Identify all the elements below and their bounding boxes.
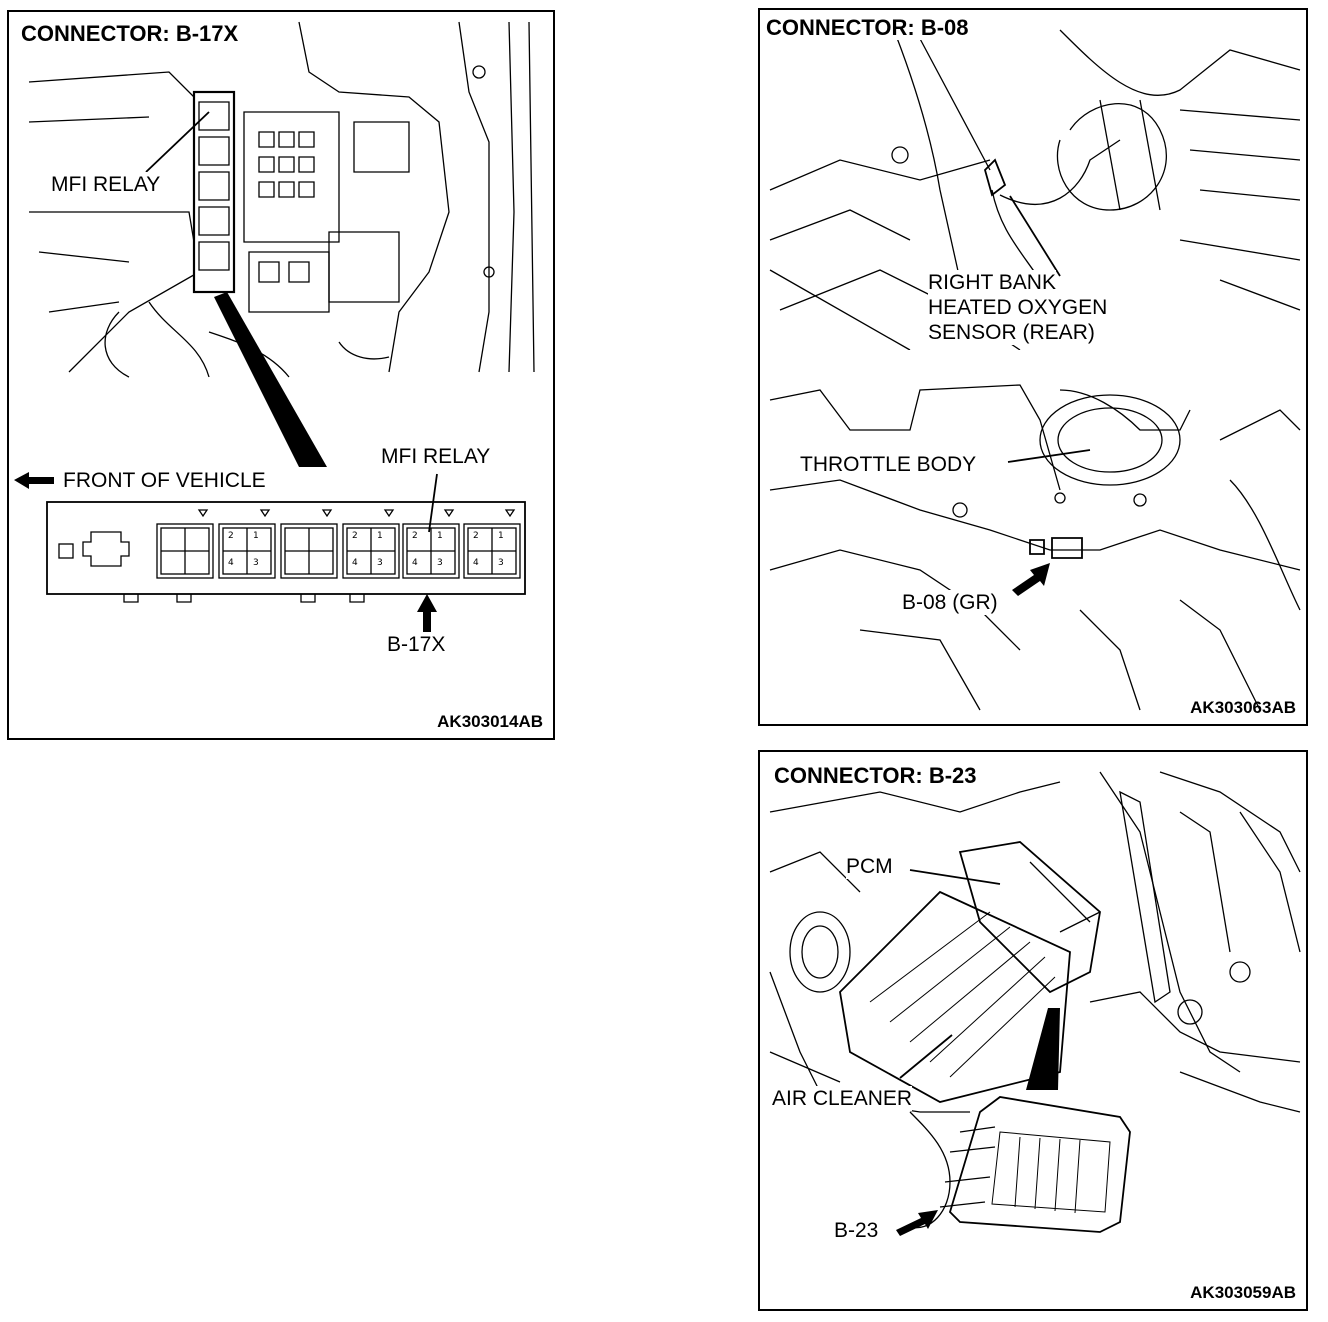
label-pcm: PCM	[846, 854, 893, 879]
label-mfi-relay: MFI RELAY	[51, 172, 161, 197]
pin-1: 1	[437, 531, 443, 541]
pin-4: 4	[473, 558, 479, 568]
pin-3: 3	[498, 558, 504, 568]
engine-bay-drawing-b23	[769, 771, 1301, 1236]
pin-1: 1	[498, 531, 504, 541]
panel-title: CONNECTOR: B-23	[770, 764, 981, 788]
pin-4: 4	[228, 558, 234, 568]
relay-sockets	[156, 523, 521, 579]
figure-code: AK303059AB	[1190, 1283, 1296, 1302]
label-sensor-line3: SENSOR (REAR)	[928, 320, 1095, 345]
pin-3: 3	[437, 558, 443, 568]
pin-2: 2	[412, 531, 418, 541]
engine-bay-drawing-b17x	[14, 21, 535, 632]
engine-bay-drawing-b08	[760, 19, 1306, 711]
pin-1: 1	[377, 531, 383, 541]
figure-code: AK303014AB	[437, 712, 543, 731]
panel-connector-b17x: CONNECTOR: B-17X MFI RELAY FRONT OF VEHI…	[7, 10, 555, 740]
pin-2: 2	[473, 531, 479, 541]
pin-1: 1	[253, 531, 259, 541]
pin-4: 4	[352, 558, 358, 568]
figure-code: AK303063AB	[1190, 698, 1296, 717]
label-connector-b08: B-08 (GR)	[902, 590, 998, 615]
pin-2: 2	[352, 531, 358, 541]
pin-2: 2	[228, 531, 234, 541]
label-sensor-line1: RIGHT BANK	[928, 270, 1056, 295]
panel-title: CONNECTOR: B-08	[762, 16, 973, 40]
label-air-cleaner: AIR CLEANER	[772, 1086, 913, 1111]
pin-3: 3	[377, 558, 383, 568]
panel-title: CONNECTOR: B-17X	[17, 22, 243, 46]
label-mfi-relay-detail: MFI RELAY	[381, 444, 491, 469]
label-sensor-line2: HEATED OXYGEN	[928, 295, 1108, 320]
label-connector-b17x: B-17X	[387, 632, 446, 657]
panel-connector-b08: CONNECTOR: B-08 RIGHT BANK HEATED OXYGEN…	[758, 8, 1308, 726]
label-connector-b23: B-23	[834, 1218, 879, 1243]
label-front-of-vehicle: FRONT OF VEHICLE	[63, 469, 266, 492]
panel-connector-b23: CONNECTOR: B-23 PCM AIR CLEANER B-23 AK3…	[758, 750, 1308, 1311]
pin-3: 3	[253, 558, 259, 568]
pin-4: 4	[412, 558, 418, 568]
label-throttle-body: THROTTLE BODY	[800, 452, 977, 477]
